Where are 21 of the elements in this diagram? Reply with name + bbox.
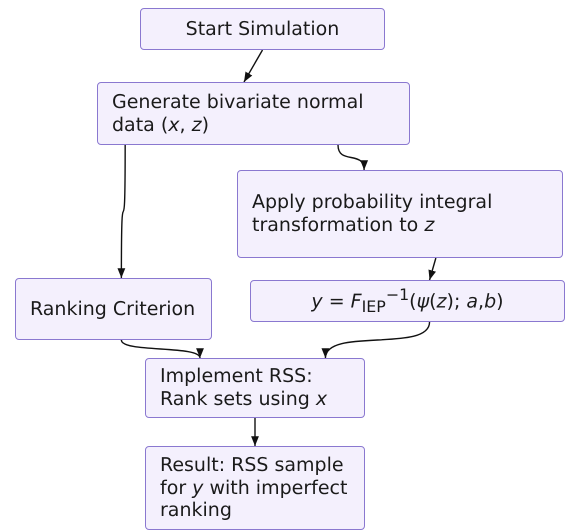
box-label: Start Simulation [186,18,340,40]
arrow [337,144,367,170]
process-box [145,358,365,418]
process-box [140,8,385,50]
arrow [117,145,126,278]
arrow [251,418,259,446]
process-box [145,446,365,530]
formula-box [250,280,565,322]
process-box [97,82,410,145]
box-label: Implement RSS: Rank sets using x [160,365,328,411]
arrow [243,50,264,82]
arrow [428,258,437,280]
box-label: Apply probability integral transformation to z [252,191,494,237]
arrow [324,322,430,358]
process-box [15,278,212,340]
box-label: Result: RSS sample for y with imperfect ranking [160,454,348,522]
box-label: Ranking Criterion [30,298,196,320]
process-box [237,170,563,258]
arrow [120,340,201,358]
box-label: Generate bivariate normal data (x, z) [112,90,364,136]
formula: y = F$_{IEP}$$^{−1}$(ψ(z); a,b) [311,285,504,317]
